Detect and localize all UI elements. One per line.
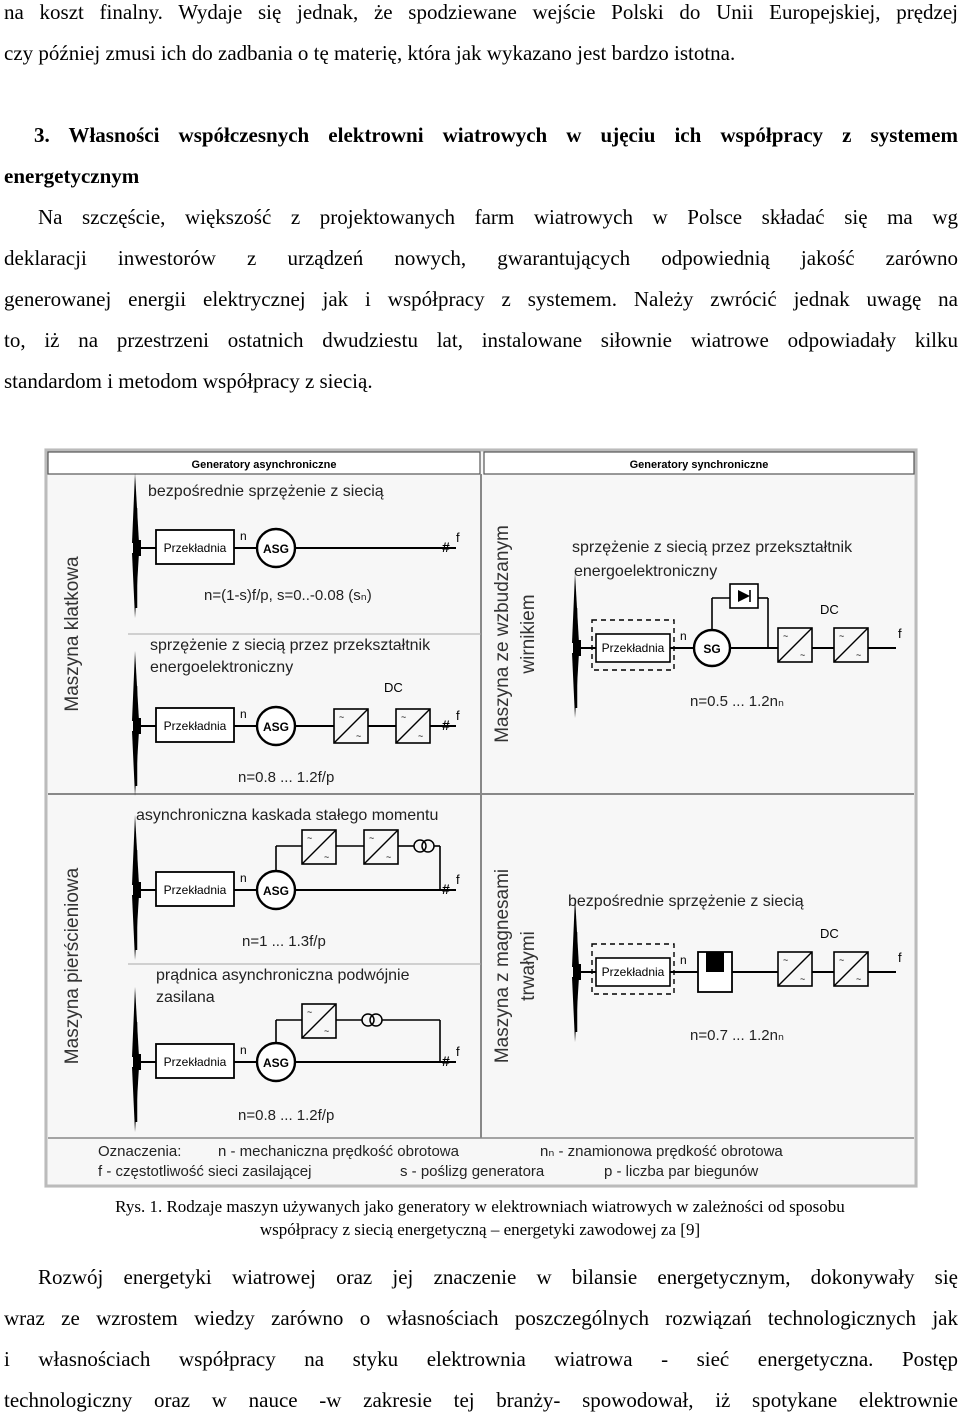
text-line: technologiczny oraz w nauce -w zakresie …: [4, 1388, 958, 1412]
svg-text:n=0.8 ... 1.2f/p: n=0.8 ... 1.2f/p: [238, 1107, 334, 1124]
text-line: czy później zmusi ich do zadbania o tę m…: [4, 41, 736, 65]
diagram-cage-converter: sprzężenie z siecią przez przekształtnik…: [130, 637, 460, 798]
svg-text:zasilana: zasilana: [156, 989, 215, 1006]
svg-text:ASG: ASG: [263, 884, 289, 898]
row-label-pm-1: Maszyna z magnesami: [492, 869, 513, 1063]
svg-text:prądnica asynchroniczna podwój: prądnica asynchroniczna podwójnie: [156, 967, 410, 984]
row-label-slip: Maszyna pierścieniowa: [62, 867, 83, 1064]
caption-line: współpracy z siecią energetyczną – energ…: [259, 1220, 701, 1239]
svg-text:#: #: [442, 717, 450, 733]
svg-text:n: n: [240, 1043, 247, 1057]
row-label-wound-1: Maszyna ze wzbudzanym: [492, 525, 513, 743]
text-line: Na szczęście, większość z projektowanych…: [38, 205, 958, 229]
svg-text:f: f: [456, 872, 460, 887]
section-heading: 3. Własności współczesnych elektrowni wi…: [4, 115, 958, 197]
figure-generator-types: ~ ~ Generatory asynchroniczne Generatory…: [44, 448, 918, 1188]
svg-text:bezpośrednie sprzężenie z siec: bezpośrednie sprzężenie z siecią: [568, 893, 804, 910]
svg-text:f: f: [456, 708, 460, 723]
svg-text:s - poślizg generatora: s - poślizg generatora: [400, 1163, 545, 1180]
text-line: standardom i metodom współpracy z siecią…: [4, 369, 373, 393]
row-label-pm-2: trwałymi: [518, 931, 539, 1001]
svg-text:f: f: [898, 626, 902, 641]
svg-text:n=1 ... 1.3f/p: n=1 ... 1.3f/p: [242, 933, 326, 950]
text-line: Rozwój energetyki wiatrowej oraz jej zna…: [38, 1265, 958, 1289]
formula: n=(1-s)f/p, s=0..-0.08 (sₙ): [204, 587, 372, 604]
svg-text:f: f: [898, 950, 902, 965]
header-cell-right: [483, 451, 915, 475]
row-label-wound-2: wirnikiem: [518, 594, 539, 674]
text-line: deklaracji inwestorów z urządzeń nowych,…: [4, 246, 958, 270]
svg-text:Oznaczenia:: Oznaczenia:: [98, 1143, 181, 1160]
diagram-sync-converter: sprzężenie z siecią przez przekształtnik…: [570, 539, 902, 720]
svg-text:asynchroniczna kaskada stałego: asynchroniczna kaskada stałego momentu: [136, 807, 438, 824]
svg-text:n: n: [240, 707, 247, 721]
text-line: na koszt finalny. Wydaje się jednak, że …: [4, 0, 958, 24]
svg-text:f - częstotliwość sieci zasila: f - częstotliwość sieci zasilającej: [98, 1163, 311, 1180]
svg-text:Przekładnia: Przekładnia: [164, 1055, 227, 1069]
figure-frame: [44, 448, 918, 1188]
paragraph-1: Na szczęście, większość z projektowanych…: [4, 197, 958, 402]
svg-text:nₙ - znamionowa prędkość obrot: nₙ - znamionowa prędkość obrotowa: [540, 1143, 783, 1160]
intro-paragraph: na koszt finalny. Wydaje się jednak, że …: [4, 0, 958, 74]
svg-text:n: n: [240, 871, 247, 885]
svg-text:n=0.7 ... 1.2nₙ: n=0.7 ... 1.2nₙ: [690, 1027, 784, 1044]
diagram-slip-cascade: asynchroniczna kaskada stałego momentu P…: [130, 807, 460, 962]
svg-text:Przekładnia: Przekładnia: [602, 641, 665, 655]
svg-text:p - liczba par biegunów: p - liczba par biegunów: [604, 1163, 758, 1180]
svg-text:n: n: [680, 629, 687, 643]
text-line: generowanej energii elektrycznej jak i w…: [4, 287, 958, 311]
row-label-cage: Maszyna klatkowa: [62, 556, 83, 712]
svg-text:Przekładnia: Przekładnia: [164, 883, 227, 897]
svg-text:DC: DC: [384, 680, 403, 695]
svg-text:ASG: ASG: [263, 542, 289, 556]
diagram-slip-doubly-fed: prądnica asynchroniczna podwójnie zasila…: [130, 967, 460, 1134]
svg-text:sprzężenie z siecią przez prze: sprzężenie z siecią przez przekształtnik: [572, 539, 853, 556]
svg-text:n: n: [240, 529, 247, 543]
svg-text:DC: DC: [820, 926, 839, 941]
svg-text:ASG: ASG: [263, 720, 289, 734]
paragraph-2: Rozwój energetyki wiatrowej oraz jej zna…: [4, 1257, 958, 1421]
svg-text:f: f: [456, 530, 460, 545]
svg-text:#: #: [442, 881, 450, 897]
heading-line: energetycznym: [4, 164, 140, 188]
svg-text:SG: SG: [703, 642, 720, 656]
svg-text:sprzężenie z siecią przez prze: sprzężenie z siecią przez przekształtnik: [150, 637, 431, 654]
svg-text:Przekładnia: Przekładnia: [164, 719, 227, 733]
text-line: wraz ze wzrostem wiedzy zarówno o własno…: [4, 1306, 958, 1330]
diagram-title: bezpośrednie sprzężenie z siecią: [148, 483, 384, 500]
svg-text:n: n: [680, 953, 687, 967]
svg-text:ASG: ASG: [263, 1056, 289, 1070]
figure-legend: Oznaczenia: n - mechaniczna prędkość obr…: [98, 1143, 783, 1180]
svg-text:f: f: [456, 1044, 460, 1059]
svg-text:DC: DC: [820, 602, 839, 617]
caption-line: Rys. 1. Rodzaje maszyn używanych jako ge…: [115, 1197, 845, 1216]
gearbox-label: Przekładnia: [164, 541, 227, 555]
svg-text:#: #: [442, 1053, 450, 1069]
diagram-pm-direct: bezpośrednie sprzężenie z siecią DC Prze…: [568, 893, 902, 1044]
svg-text:#: #: [442, 539, 450, 555]
figure-caption: Rys. 1. Rodzaje maszyn używanych jako ge…: [0, 1195, 960, 1241]
svg-text:n - mechaniczna prędkość obrot: n - mechaniczna prędkość obrotowa: [218, 1143, 460, 1160]
svg-text:energoelektroniczny: energoelektroniczny: [150, 659, 293, 676]
text-line: i własnościach współpracy na styku elekt…: [4, 1347, 958, 1371]
text-line: to, iż na przestrzeni ostatnich dwudzies…: [4, 328, 958, 352]
header-right: Generatory synchroniczne: [630, 459, 769, 471]
svg-text:n=0.8 ... 1.2f/p: n=0.8 ... 1.2f/p: [238, 769, 334, 786]
diagram-cage-direct: bezpośrednie sprzężenie z siecią Przekła…: [130, 471, 460, 620]
heading-line: 3. Własności współczesnych elektrowni wi…: [34, 123, 958, 147]
header-left: Generatory asynchroniczne: [192, 459, 337, 471]
header-cell-left: [47, 451, 481, 475]
svg-text:energoelektroniczny: energoelektroniczny: [574, 563, 717, 580]
svg-text:n=0.5 ... 1.2nₙ: n=0.5 ... 1.2nₙ: [690, 693, 784, 710]
svg-text:Przekładnia: Przekładnia: [602, 965, 665, 979]
